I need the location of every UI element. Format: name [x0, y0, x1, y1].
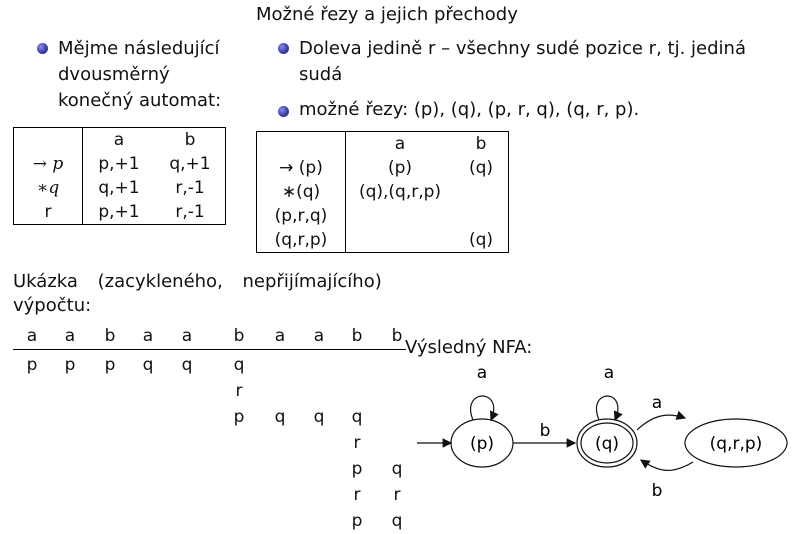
computation-cell: p: [64, 355, 76, 375]
edge-label: a: [477, 363, 487, 383]
table-cell: (q),(q,r,p): [358, 182, 442, 202]
input-symbol: a: [274, 326, 286, 346]
computation-cell: q: [274, 407, 286, 427]
right-bullet-line: sudá: [299, 64, 343, 85]
right-bullet-text: Doleva jedině r – všechny sudé pozice r,…: [299, 36, 746, 88]
bullet-icon: [278, 106, 289, 117]
table-cell: → (p): [256, 156, 346, 180]
computation-cell: p: [233, 407, 245, 427]
table-cell: (q): [468, 230, 494, 250]
nfa-label: Výsledný NFA:: [405, 337, 533, 358]
computation-cell: r: [353, 433, 361, 453]
bullet-icon: [37, 43, 48, 54]
edge-qrp-q: [640, 459, 694, 471]
table-cell: p,+1: [98, 202, 140, 222]
example-label: Ukázka (zacykleného, nepřijímajícího) vý…: [13, 270, 382, 318]
input-symbol: a: [142, 326, 154, 346]
cut-table: a b → (p) (p) (q) ∗(q) (q),(q,r,p) (p,r,…: [256, 131, 509, 253]
computation-cell: p: [26, 355, 38, 375]
table-cell: [346, 204, 455, 228]
bullet-icon: [278, 43, 289, 54]
example-label-line: výpočtu:: [13, 295, 92, 316]
input-symbol: b: [391, 326, 403, 346]
table-cell: (p): [387, 158, 413, 178]
table-cell: (q): [468, 158, 494, 178]
left-bullet-line: Mějme následující: [58, 38, 220, 59]
state-label: (q): [595, 434, 619, 454]
table-cell: q,+1: [98, 178, 140, 198]
automaton-table: a b → p p,+1 q,+1 ∗q q,+1 r,-1 r p,+1 r,…: [13, 127, 226, 225]
input-symbol: b: [351, 326, 363, 346]
state-label: (p): [470, 434, 494, 454]
right-bullet-line: Doleva jedině r – všechny sudé pozice r,…: [299, 38, 746, 59]
state-qrp: [684, 418, 788, 468]
computation-cell: r: [353, 485, 361, 505]
input-symbol: b: [104, 326, 116, 346]
computation-cell: r: [235, 381, 243, 401]
state-label: (q,r,p): [710, 434, 763, 454]
computation-cell: p: [351, 459, 363, 479]
cuts-list: možné řezy: (p), (q), (p, r, q), (q, r, …: [299, 99, 640, 120]
example-label-line: Ukázka (zacykleného, nepřijímajícího): [13, 271, 382, 292]
table-cell: [454, 204, 509, 228]
computation-cell: p: [104, 355, 116, 375]
page-title: Možné řezy a jejich přechody: [256, 4, 518, 25]
edge-label: a: [604, 363, 614, 383]
table-cell: r,-1: [175, 178, 205, 198]
input-symbol: b: [233, 326, 245, 346]
computation-cell: q: [142, 355, 154, 375]
table-cell: → p: [13, 152, 83, 176]
computation-cell: q: [181, 355, 193, 375]
table-cell: r: [13, 200, 83, 225]
input-symbol: a: [313, 326, 325, 346]
table-cell: (q,r,p): [256, 228, 346, 253]
table-cell: [346, 228, 455, 253]
edge-label: b: [540, 421, 551, 441]
left-bullet-line: konečný automat:: [58, 90, 222, 111]
table-cell: ∗(q): [256, 180, 346, 204]
computation-cell: r: [393, 485, 401, 505]
edge-label: a: [652, 393, 662, 413]
grid-divider: [13, 349, 406, 350]
loop-edge: [470, 395, 499, 422]
edge-q-qrp: [636, 410, 687, 431]
input-symbol: a: [181, 326, 193, 346]
computation-cell: p: [351, 511, 363, 531]
table-header: a: [394, 134, 406, 154]
table-cell: r,-1: [175, 202, 205, 222]
table-header: [256, 131, 346, 156]
left-bullet-line: dvousměrný: [58, 64, 170, 85]
computation-cell: q: [233, 355, 245, 375]
table-cell: (p,r,q): [256, 204, 346, 228]
nfa-diagram: (p) a b (q) a a (q,r,p) b: [417, 363, 788, 501]
table-header: a: [113, 130, 125, 150]
left-bullet-text: Mějme následující dvousměrný konečný aut…: [58, 36, 221, 114]
table-cell: p,+1: [98, 154, 140, 174]
table-cell: [454, 180, 509, 204]
state-q: [576, 418, 638, 468]
state-q-inner: [580, 422, 634, 464]
table-header: [13, 127, 83, 152]
computation-cell: q: [313, 407, 325, 427]
table-header: b: [184, 130, 196, 150]
loop-edge: [596, 395, 623, 422]
computation-cell: q: [391, 459, 403, 479]
table-cell: q,+1: [169, 154, 211, 174]
table-cell: ∗q: [13, 176, 83, 200]
input-symbol: a: [26, 326, 38, 346]
input-symbol: a: [64, 326, 76, 346]
computation-cell: q: [351, 407, 363, 427]
edge-label: b: [652, 481, 663, 501]
table-header: b: [475, 134, 487, 154]
computation-cell: q: [391, 511, 403, 531]
